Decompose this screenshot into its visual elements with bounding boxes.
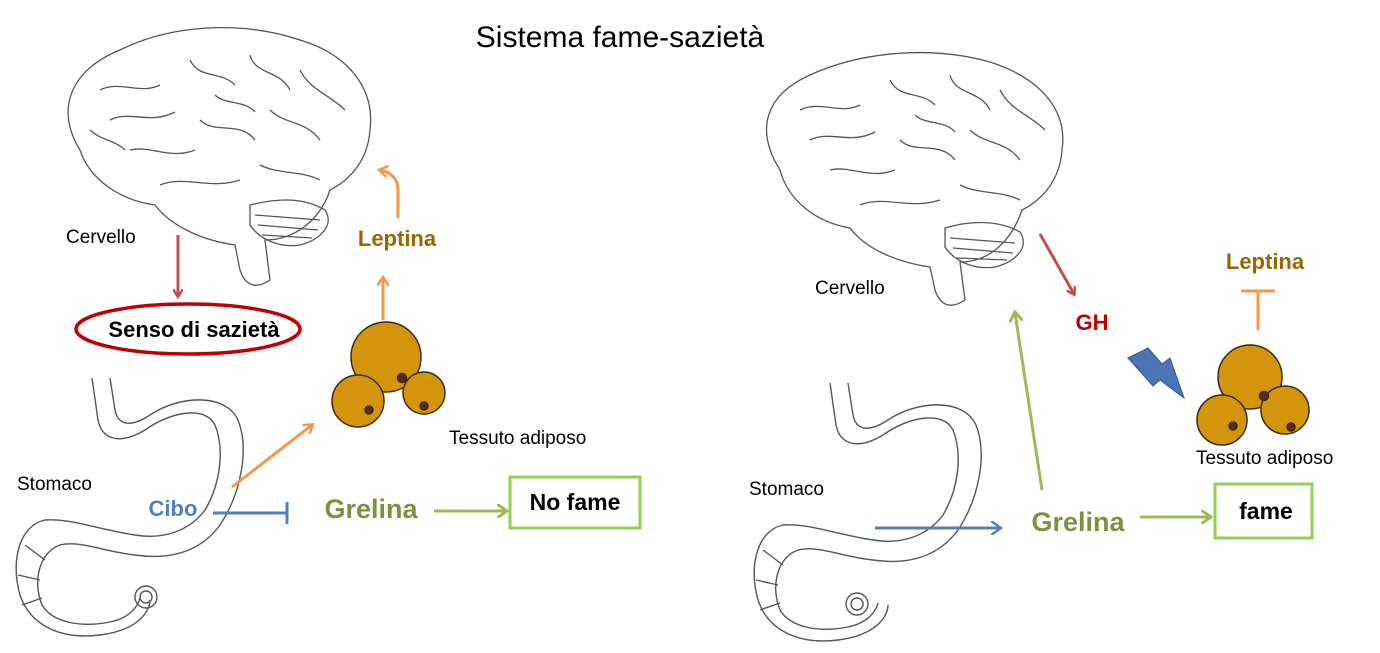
brain-icon [67, 27, 372, 286]
no-hunger-box [508, 475, 642, 530]
left-leptin-label: Leptina [358, 226, 437, 251]
food-label: Cibo [149, 496, 198, 521]
lightning-icon [1127, 347, 1186, 400]
left-result-label: No fame [530, 489, 621, 515]
right-leptin-label: Leptina [1226, 249, 1305, 274]
right-adipose-label: Tessuto adiposo [1196, 448, 1333, 469]
brain-icon [766, 51, 1064, 306]
right-panel: Cervello GH Leptina Tessuto adiposo [749, 51, 1333, 642]
gh-label: GH [1076, 310, 1109, 335]
left-panel: Cervello Senso di sazietà Leptina Tessut… [15, 27, 642, 637]
food-to-fat-arrow [231, 425, 312, 489]
fat-cells-icon [1196, 344, 1310, 446]
leptin-inhibited-marker [1241, 289, 1275, 330]
leptin-to-brain-arrow [380, 170, 400, 218]
right-ghrelin-label: Grelina [1031, 507, 1125, 537]
stomach-icon [15, 377, 244, 637]
satiety-ellipse [74, 302, 302, 356]
left-ghrelin-label: Grelina [324, 494, 418, 524]
ghrelin-to-brain-arrow [1015, 313, 1044, 491]
right-stomach-label: Stomaco [749, 479, 824, 500]
stomach-icon [753, 382, 982, 642]
right-result-label: fame [1239, 498, 1293, 524]
left-stomach-label: Stomaco [17, 474, 92, 495]
left-brain-label: Cervello [66, 227, 136, 248]
left-adipose-label: Tessuto adiposo [449, 428, 586, 449]
food-inhibits-ghrelin [213, 502, 289, 524]
brain-to-gh-arrow [1038, 233, 1074, 294]
satiety-label: Senso di sazietà [108, 317, 280, 342]
diagram-title: Sistema fame-sazietà [476, 21, 765, 54]
fat-cells-icon [331, 321, 446, 428]
hunger-box [1213, 482, 1314, 540]
right-brain-label: Cervello [815, 278, 885, 299]
